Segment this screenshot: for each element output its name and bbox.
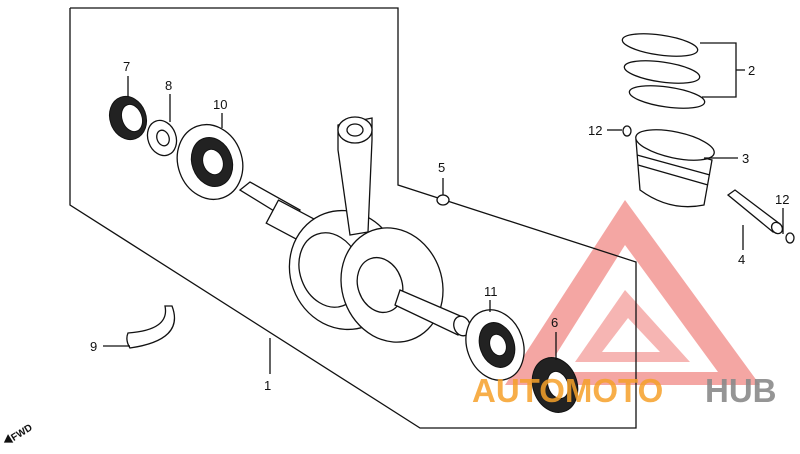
callout-1: 1	[264, 378, 271, 393]
part-4-piston-pin	[726, 189, 784, 235]
callout-9: 9	[90, 339, 97, 354]
callout-7: 7	[123, 59, 130, 74]
callout-8: 8	[165, 78, 172, 93]
part-3-piston	[635, 129, 715, 208]
callout-12b: 12	[775, 192, 789, 207]
watermark-text-gray: HUB	[705, 372, 777, 409]
part-9-clip	[126, 305, 176, 349]
part-10-bearing	[176, 124, 244, 200]
watermark-logo	[505, 200, 760, 385]
assembly-outline	[69, 7, 637, 429]
callout-12a: 12	[588, 123, 602, 138]
fwd-label: FWD	[9, 422, 34, 443]
part-8-washer	[146, 119, 178, 157]
callout-6: 6	[551, 315, 558, 330]
watermark-text: AUTOMOTO HUB	[472, 372, 777, 409]
crankshaft	[238, 116, 471, 343]
part-12-clips	[622, 125, 795, 244]
part-2-piston-rings	[621, 33, 706, 109]
leader-lines	[103, 42, 784, 374]
callout-labels: 1 2 3 4 5 6 7 8 9 10 11 12 12	[90, 59, 789, 393]
callout-11: 11	[484, 284, 498, 299]
callout-4: 4	[738, 252, 745, 267]
callout-2: 2	[748, 63, 755, 78]
watermark-text-orange: AUTOMOTO	[472, 372, 663, 409]
part-7-gear	[108, 95, 148, 141]
fwd-direction-mark: FWD	[3, 422, 35, 444]
part-6-gear	[531, 357, 579, 413]
arrow-left-icon	[3, 434, 14, 443]
callout-10: 10	[213, 97, 227, 112]
callout-5: 5	[438, 160, 445, 175]
part-11-bearing	[465, 309, 525, 381]
callout-3: 3	[742, 151, 749, 166]
part-5-key	[436, 194, 450, 206]
